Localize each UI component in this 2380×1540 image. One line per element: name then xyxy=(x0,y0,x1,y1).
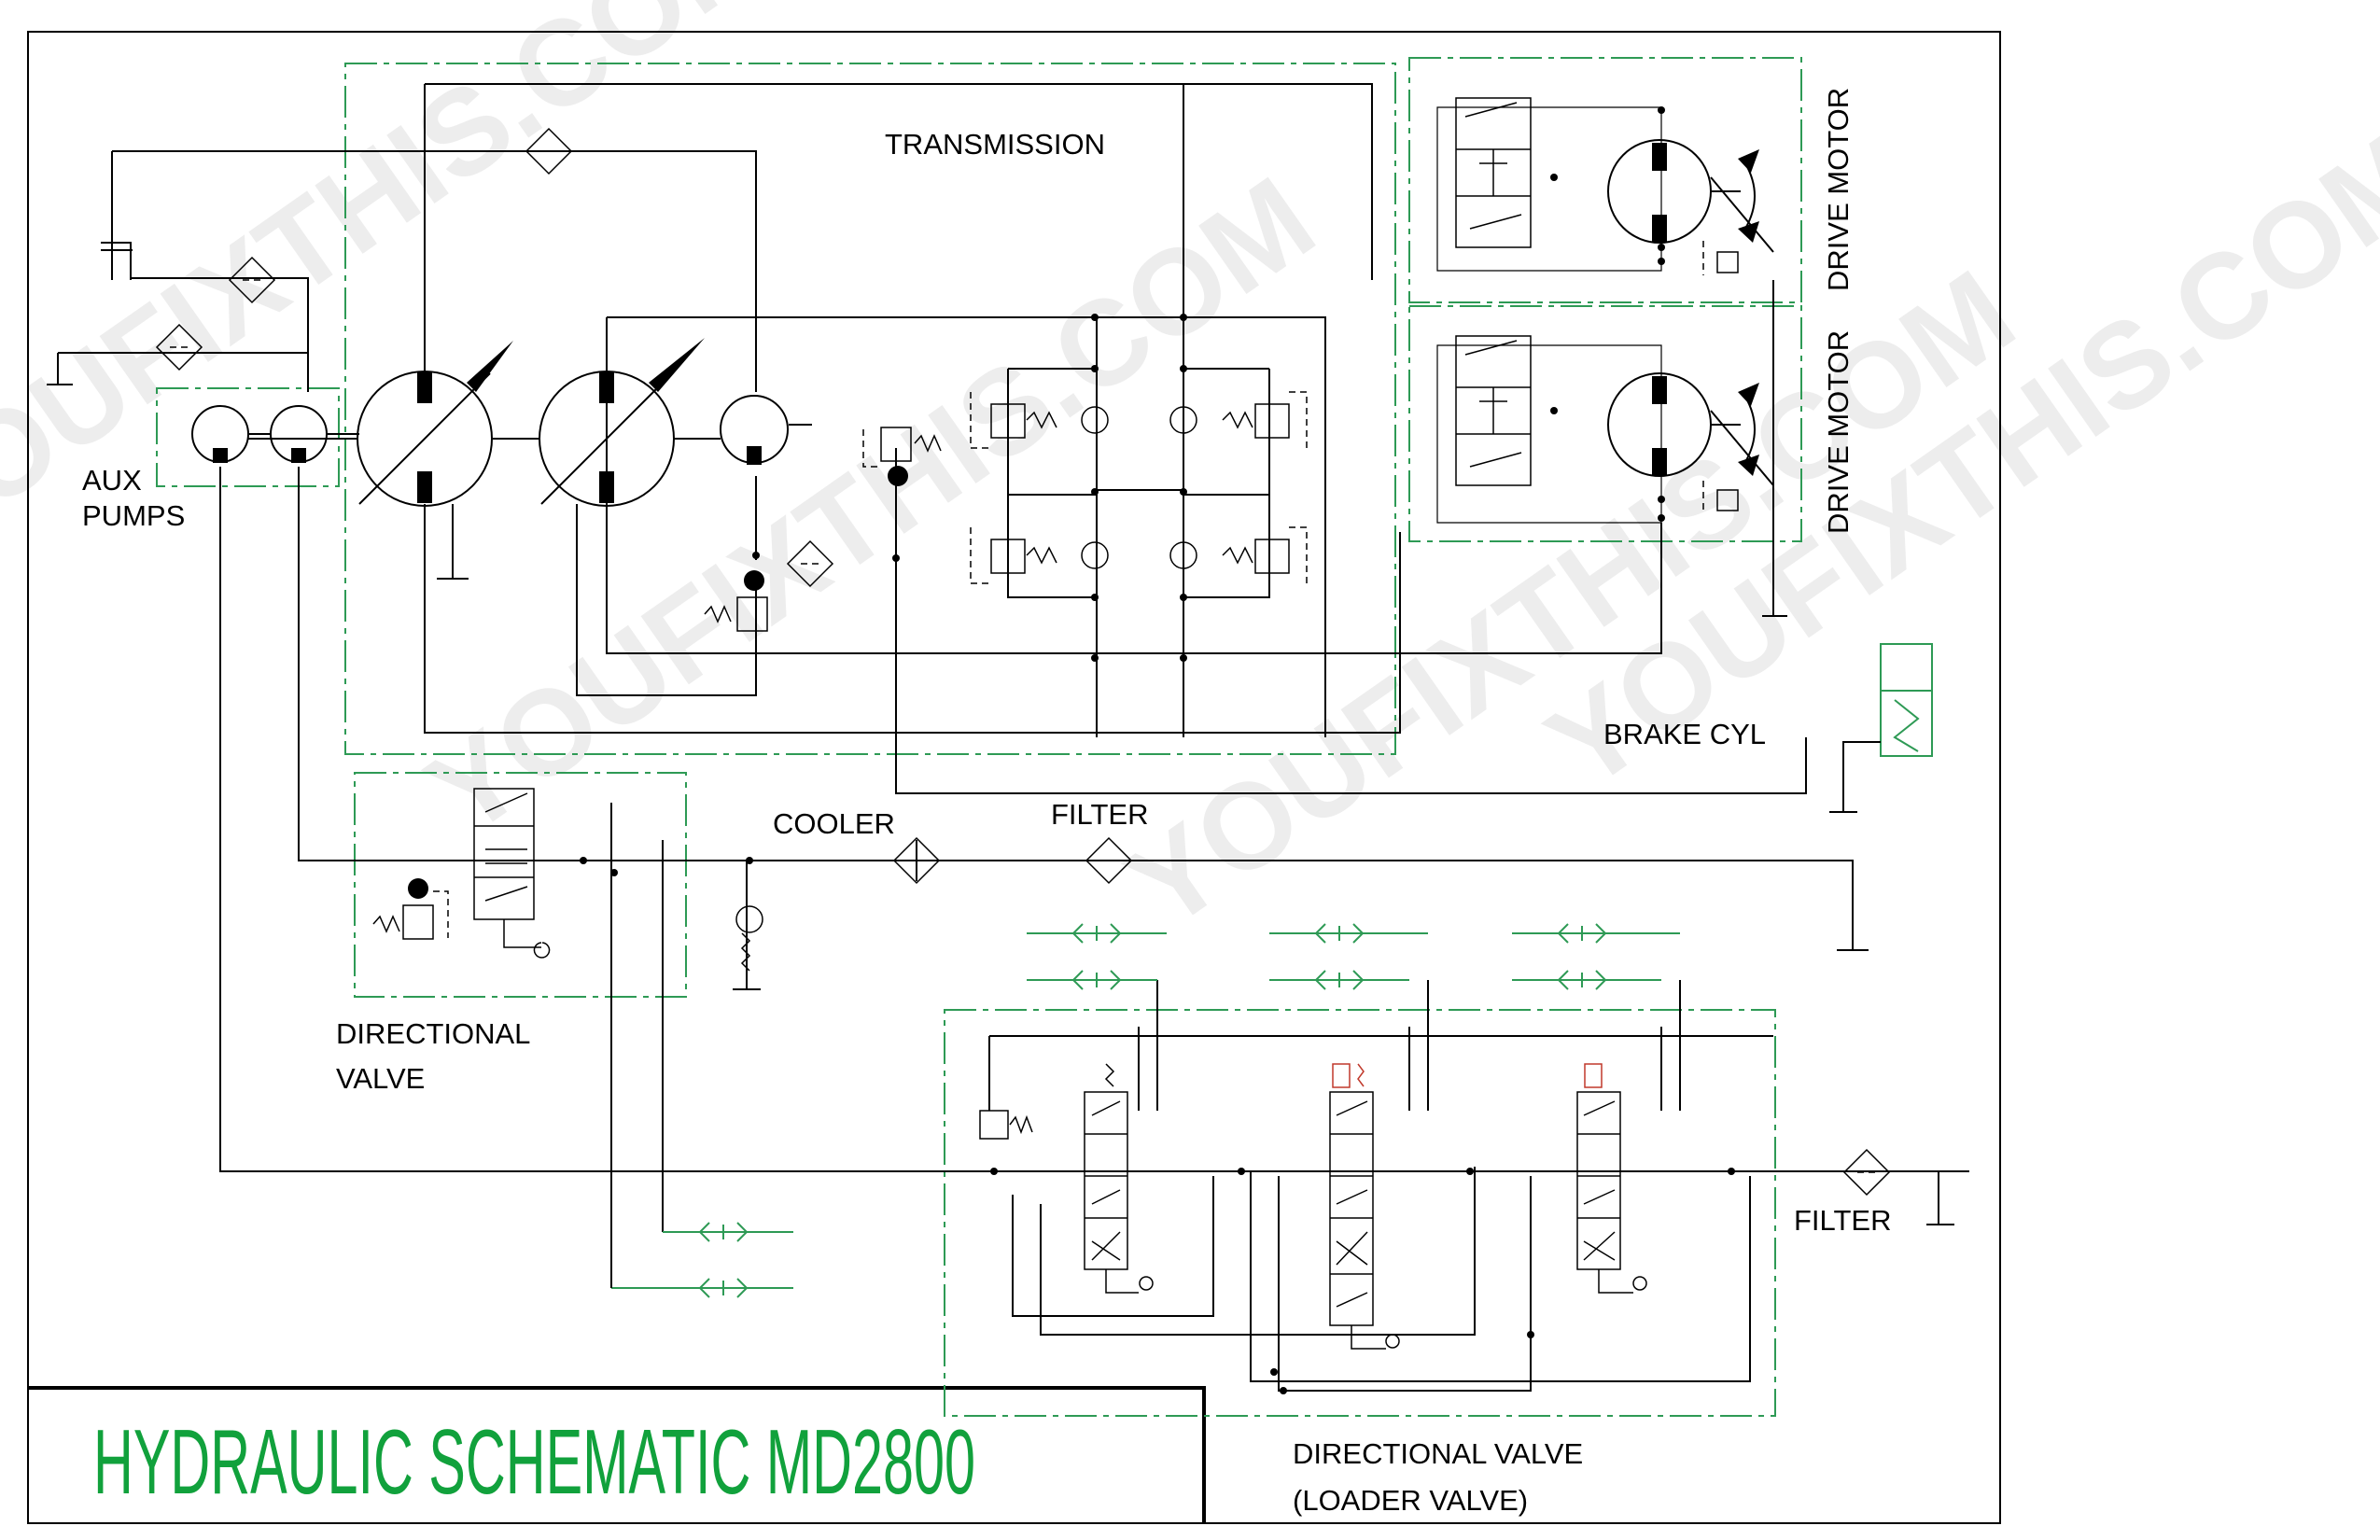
aux-pumps xyxy=(191,405,359,463)
drive-motor-bottom-symbol xyxy=(1607,372,1774,486)
label-loader-valve-1: DIRECTIONAL VALVE xyxy=(1293,1437,1583,1470)
schematic-title: HYDRAULIC SCHEMATIC MD2800 xyxy=(93,1410,975,1513)
labels: TRANSMISSION DRIVE MOTOR DRIVE MOTOR AUX… xyxy=(82,88,1892,1517)
aux-pumps-group xyxy=(156,387,340,487)
drive-motor-bottom-group xyxy=(1408,305,1802,542)
label-brake-cyl: BRAKE CYL xyxy=(1603,718,1766,750)
brake-cylinder xyxy=(1829,643,1933,813)
loader-spool-3 xyxy=(1576,1063,1647,1294)
filter-right xyxy=(1842,1148,1891,1197)
label-drive-motor-top: DRIVE MOTOR xyxy=(1822,88,1855,291)
label-drive-motor-bottom: DRIVE MOTOR xyxy=(1822,330,1855,534)
label-transmission: TRANSMISSION xyxy=(885,128,1105,161)
charge-pump xyxy=(720,395,789,465)
check-valves xyxy=(735,406,1197,972)
variable-pump-2 xyxy=(539,338,705,507)
watermarks: YOUFIXTHIS.COM YOUFIXTHIS.COM YOUFIXTHIS… xyxy=(0,0,2380,955)
relief-valves xyxy=(372,241,1739,1140)
junction-dots xyxy=(580,106,1735,1394)
drawing-frame xyxy=(27,31,2001,1524)
loader-valve-group xyxy=(944,1009,1776,1417)
loader-spool-1 xyxy=(1084,1063,1154,1294)
motor-valve-bottom xyxy=(1455,335,1532,486)
motor-valve-top xyxy=(1455,97,1532,248)
label-loader-valve-2: (LOADER VALVE) xyxy=(1293,1484,1528,1517)
label-filter-top: FILTER xyxy=(1051,798,1149,831)
directional-valve-symbol xyxy=(473,788,551,959)
filters xyxy=(155,127,1891,1197)
label-filter-right: FILTER xyxy=(1794,1204,1892,1237)
label-directional-valve-1: DIRECTIONAL xyxy=(336,1017,530,1050)
drive-motor-top-group xyxy=(1408,57,1802,303)
variable-pump-1 xyxy=(357,341,513,507)
loader-spool-2 xyxy=(1329,1063,1400,1350)
filter-mid xyxy=(1085,836,1133,885)
piping xyxy=(47,83,1969,1392)
label-cooler: COOLER xyxy=(773,807,895,840)
directional-valve-group xyxy=(354,772,687,998)
group-boundaries xyxy=(156,57,1802,1417)
label-aux-pumps-1: AUX xyxy=(82,464,142,497)
label-directional-valve-2: VALVE xyxy=(336,1062,425,1095)
drive-motor-top-symbol xyxy=(1607,139,1774,253)
filter-top xyxy=(525,127,573,175)
accumulators xyxy=(408,466,908,899)
cooler-symbol xyxy=(892,836,941,885)
transmission-group xyxy=(344,63,1396,755)
label-aux-pumps-2: PUMPS xyxy=(82,499,185,532)
quick-couplers xyxy=(610,923,1680,1298)
